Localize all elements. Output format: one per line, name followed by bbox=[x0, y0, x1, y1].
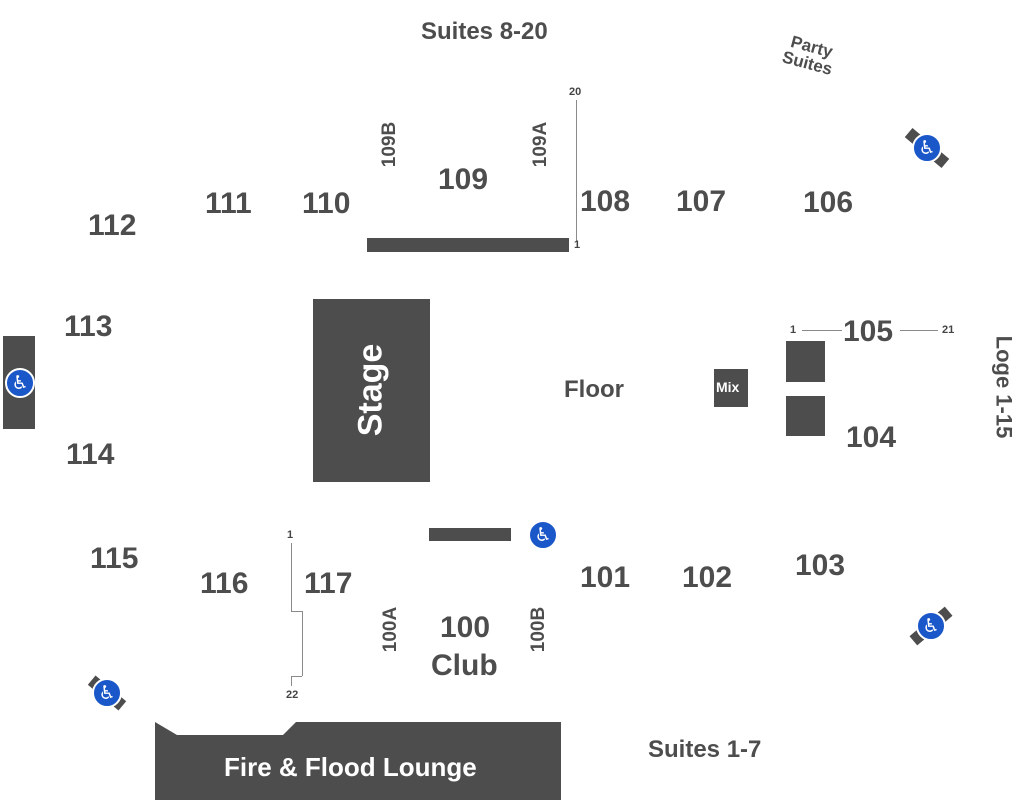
accessible-platform bbox=[429, 528, 511, 541]
section-109[interactable]: 109 bbox=[438, 163, 489, 196]
suites-8-20-label[interactable]: Suites 8-20 bbox=[421, 18, 548, 45]
fire-flood-lounge-label: Fire & Flood Lounge bbox=[224, 752, 477, 782]
lounge-shape bbox=[155, 722, 561, 800]
row-line-117-mid bbox=[291, 611, 302, 612]
row-line-117-lower bbox=[302, 611, 303, 676]
riser-block-lower bbox=[786, 396, 825, 436]
row-marker-105-right: 21 bbox=[942, 324, 955, 336]
stage[interactable] bbox=[313, 299, 430, 482]
wheelchair-icon[interactable]: ♿ bbox=[528, 520, 558, 550]
wheelchair-icon[interactable]: ♿ bbox=[912, 133, 942, 163]
row-line-108 bbox=[576, 100, 577, 242]
row-line-117-bottom bbox=[291, 676, 292, 686]
section-100[interactable]: 100 bbox=[440, 611, 491, 644]
floor-label[interactable]: Floor bbox=[564, 376, 624, 403]
wheelchair-icon[interactable]: ♿ bbox=[92, 678, 122, 708]
mix-booth bbox=[714, 369, 748, 407]
section-102[interactable]: 102 bbox=[682, 561, 733, 594]
section-106[interactable]: 106 bbox=[803, 186, 854, 219]
section-109-bar bbox=[367, 238, 569, 252]
section-111[interactable]: 111 bbox=[205, 187, 252, 220]
section-103[interactable]: 103 bbox=[795, 549, 846, 582]
row-line-105-right bbox=[900, 330, 938, 331]
row-marker-117-top: 1 bbox=[287, 529, 294, 541]
section-117[interactable]: 117 bbox=[304, 567, 353, 600]
section-107[interactable]: 107 bbox=[676, 185, 727, 218]
section-101[interactable]: 101 bbox=[580, 561, 631, 594]
section-114[interactable]: 114 bbox=[66, 438, 115, 471]
wheelchair-icon[interactable]: ♿ bbox=[5, 368, 35, 398]
row-marker-105-left: 1 bbox=[790, 324, 797, 336]
row-line-117-upper bbox=[291, 543, 292, 611]
suites-1-7-label[interactable]: Suites 1-7 bbox=[648, 736, 762, 763]
row-marker-108-top: 20 bbox=[569, 86, 582, 98]
mix-label: Mix bbox=[716, 379, 740, 395]
section-116[interactable]: 116 bbox=[200, 567, 249, 600]
row-line-105-left bbox=[802, 330, 842, 331]
section-113[interactable]: 113 bbox=[64, 310, 113, 343]
section-104[interactable]: 104 bbox=[846, 421, 897, 454]
section-110[interactable]: 110 bbox=[302, 187, 351, 220]
row-marker-117-bottom: 22 bbox=[286, 689, 299, 701]
row-marker-108-bottom: 1 bbox=[574, 239, 581, 251]
section-112[interactable]: 112 bbox=[88, 209, 137, 242]
club-label[interactable]: Club bbox=[431, 649, 498, 682]
wheelchair-icon[interactable]: ♿ bbox=[916, 611, 946, 641]
section-108[interactable]: 108 bbox=[580, 185, 631, 218]
section-115[interactable]: 115 bbox=[90, 542, 139, 575]
row-line-117-foot bbox=[291, 676, 302, 677]
section-105[interactable]: 105 bbox=[843, 315, 894, 348]
riser-block-upper bbox=[786, 341, 825, 382]
